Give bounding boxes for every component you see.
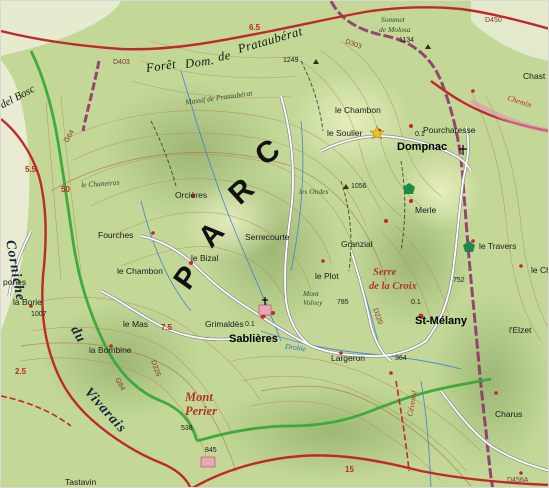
place-label-la-borie: la Borie bbox=[13, 297, 42, 307]
place-label-charus: Charus bbox=[495, 409, 523, 419]
road-label-d450: D450 bbox=[485, 17, 502, 24]
place-label-la-bombine: la Bombine bbox=[89, 345, 132, 355]
open-area-west bbox=[1, 61, 30, 331]
place-label-lelzet: l'Elzet bbox=[509, 325, 532, 335]
red-dashed-route bbox=[1, 380, 410, 472]
elevation-845: 845 bbox=[205, 447, 217, 454]
road-label-d403: D403 bbox=[113, 59, 130, 66]
elevation-1134: 1134 bbox=[399, 37, 415, 44]
place-label-granzial: Granzial bbox=[341, 239, 373, 249]
place-label-le-chambon-ne: le Chambon bbox=[335, 105, 381, 115]
streams bbox=[140, 70, 462, 487]
elevation-0-1a: 0.1 bbox=[415, 131, 425, 138]
place-label-le-ch: le Ch bbox=[531, 265, 549, 275]
distance-2-5: 2.5 bbox=[15, 367, 27, 376]
distance-6-5: 6.5 bbox=[249, 23, 261, 32]
monument-markers bbox=[403, 183, 475, 252]
place-label-le-mas: le Mas bbox=[123, 319, 149, 329]
elevation-364: 364 bbox=[395, 355, 407, 362]
pink-strip bbox=[469, 98, 548, 134]
town-label-dompnac: Dompnac bbox=[397, 141, 448, 153]
place-label-le-travers: le Travers bbox=[479, 241, 517, 251]
place-label-tastavin: Tastavin bbox=[65, 477, 97, 487]
place-label-merle: Merle bbox=[415, 205, 437, 215]
open-area-ne bbox=[471, 1, 548, 61]
green-trail bbox=[29, 50, 492, 443]
peak-markers bbox=[313, 44, 431, 189]
feature-label-volvey: Volvey bbox=[303, 298, 323, 307]
buildings bbox=[29, 89, 523, 475]
contour-lines bbox=[20, 40, 548, 482]
elevation-752: 752 bbox=[453, 277, 465, 284]
elevation-1249: 1249 bbox=[283, 57, 299, 64]
place-label-le-chambon-w: le Chambon bbox=[117, 266, 163, 276]
place-label-le-bizal: le Bizal bbox=[191, 253, 219, 263]
trails bbox=[150, 60, 406, 272]
place-label-pourcharesse: Pourcharesse bbox=[423, 125, 476, 135]
elevation-1056: 1056 bbox=[351, 183, 367, 190]
place-label-grimaldes: Grimaldès bbox=[205, 319, 244, 329]
park-boundary bbox=[81, 1, 495, 487]
massif-label-perier: Perier bbox=[185, 404, 217, 418]
feature-label-de-molosa: de Molosa bbox=[379, 25, 411, 34]
place-label-pones: pones bbox=[3, 277, 27, 287]
place-label-chast: Chast bbox=[523, 71, 546, 81]
elevation-0-1b: 0.1 bbox=[245, 321, 255, 328]
feature-label-mont: Mont bbox=[303, 289, 319, 298]
massif-label-de-la-croix: de la Croix bbox=[369, 281, 417, 292]
place-label-serrecourte: Serrecourte bbox=[245, 232, 290, 242]
massif-label-serre: Serre bbox=[373, 267, 397, 278]
relief-shade bbox=[41, 301, 201, 421]
feature-label-les-ondes: les Ondes bbox=[299, 187, 329, 196]
place-label-orcieres: Orcières bbox=[175, 190, 208, 200]
distance-50: 50 bbox=[61, 185, 70, 194]
distance-15: 15 bbox=[345, 465, 354, 474]
town-label-sablieres: Sablières bbox=[229, 333, 278, 345]
town-label-st-melany: St-Mélany bbox=[415, 315, 467, 327]
relief-shade bbox=[431, 291, 548, 471]
massif-label-mont: Mont bbox=[185, 390, 213, 404]
relief-shade bbox=[211, 381, 451, 481]
church-icons bbox=[262, 145, 467, 305]
elevation-785: 785 bbox=[337, 299, 349, 306]
elevation-0-1c: 0.1 bbox=[411, 299, 421, 306]
distance-5-5: 5.5 bbox=[25, 165, 37, 174]
elevation-538: 538 bbox=[181, 425, 193, 432]
forest-label-de: de bbox=[216, 48, 232, 65]
place-label-fourches: Fourches bbox=[98, 230, 134, 240]
place-label-le-soulier: le Soulier bbox=[327, 128, 363, 138]
place-label-le-plot: le Plot bbox=[315, 271, 339, 281]
index-contours bbox=[20, 151, 472, 487]
road-label-d456a: D456A bbox=[507, 477, 529, 484]
feature-label-sommet: Sommet bbox=[381, 15, 405, 24]
place-label-largeron: Largeron bbox=[331, 353, 366, 363]
poi-star bbox=[369, 125, 385, 140]
minor-roads bbox=[7, 95, 548, 473]
distance-7-5: 7.5 bbox=[161, 323, 173, 332]
open-area-nw bbox=[1, 1, 121, 56]
elevation-1007: 1007 bbox=[31, 311, 47, 318]
